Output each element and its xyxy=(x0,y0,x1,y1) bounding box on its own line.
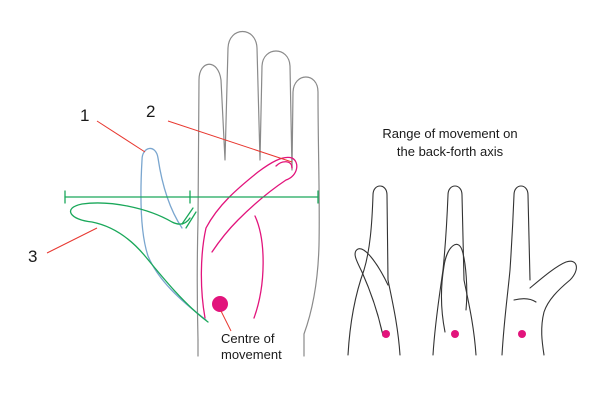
small-hand-3-thumb xyxy=(529,260,577,356)
thumb-position-2-palm-crease xyxy=(253,215,264,319)
range-label-line1: Range of movement on xyxy=(382,126,517,141)
small-hand-2-finger xyxy=(432,185,477,356)
small-hand-1-thumb xyxy=(354,248,389,337)
thumb-position-2-nail xyxy=(275,161,293,169)
small-hand-1-dot xyxy=(382,330,390,338)
centre-of-movement-dot xyxy=(212,296,228,312)
hand-outline xyxy=(196,31,320,357)
leader-line-1 xyxy=(96,120,146,153)
centre-label-line2: movement xyxy=(221,347,282,362)
callout-3: 3 xyxy=(28,247,37,266)
range-label-line2: the back-forth axis xyxy=(397,144,504,159)
hand-fingers-and-palm xyxy=(196,31,320,357)
leader-line-3 xyxy=(46,227,98,254)
small-hand-3 xyxy=(501,185,577,356)
callout-2: 2 xyxy=(146,102,155,121)
small-hand-3-finger xyxy=(501,185,531,356)
leader-line-2 xyxy=(167,120,293,163)
small-hand-2-thumb xyxy=(440,243,468,333)
thumb-base-strokes xyxy=(181,207,197,229)
small-hand-1-finger xyxy=(347,185,401,356)
small-hand-3-crease xyxy=(513,298,537,303)
centre-leader-line xyxy=(220,310,232,332)
thumb-position-1 xyxy=(140,147,207,321)
small-hand-1 xyxy=(347,185,401,356)
small-hand-2-dot xyxy=(451,330,459,338)
thumb-position-3 xyxy=(69,202,209,323)
centre-label-line1: Centre of xyxy=(221,331,275,346)
back-forth-axis xyxy=(64,190,319,204)
callout-1: 1 xyxy=(80,106,89,125)
thumb-position-2 xyxy=(200,156,298,319)
small-hand-3-dot xyxy=(518,330,526,338)
small-hand-2 xyxy=(432,185,477,356)
